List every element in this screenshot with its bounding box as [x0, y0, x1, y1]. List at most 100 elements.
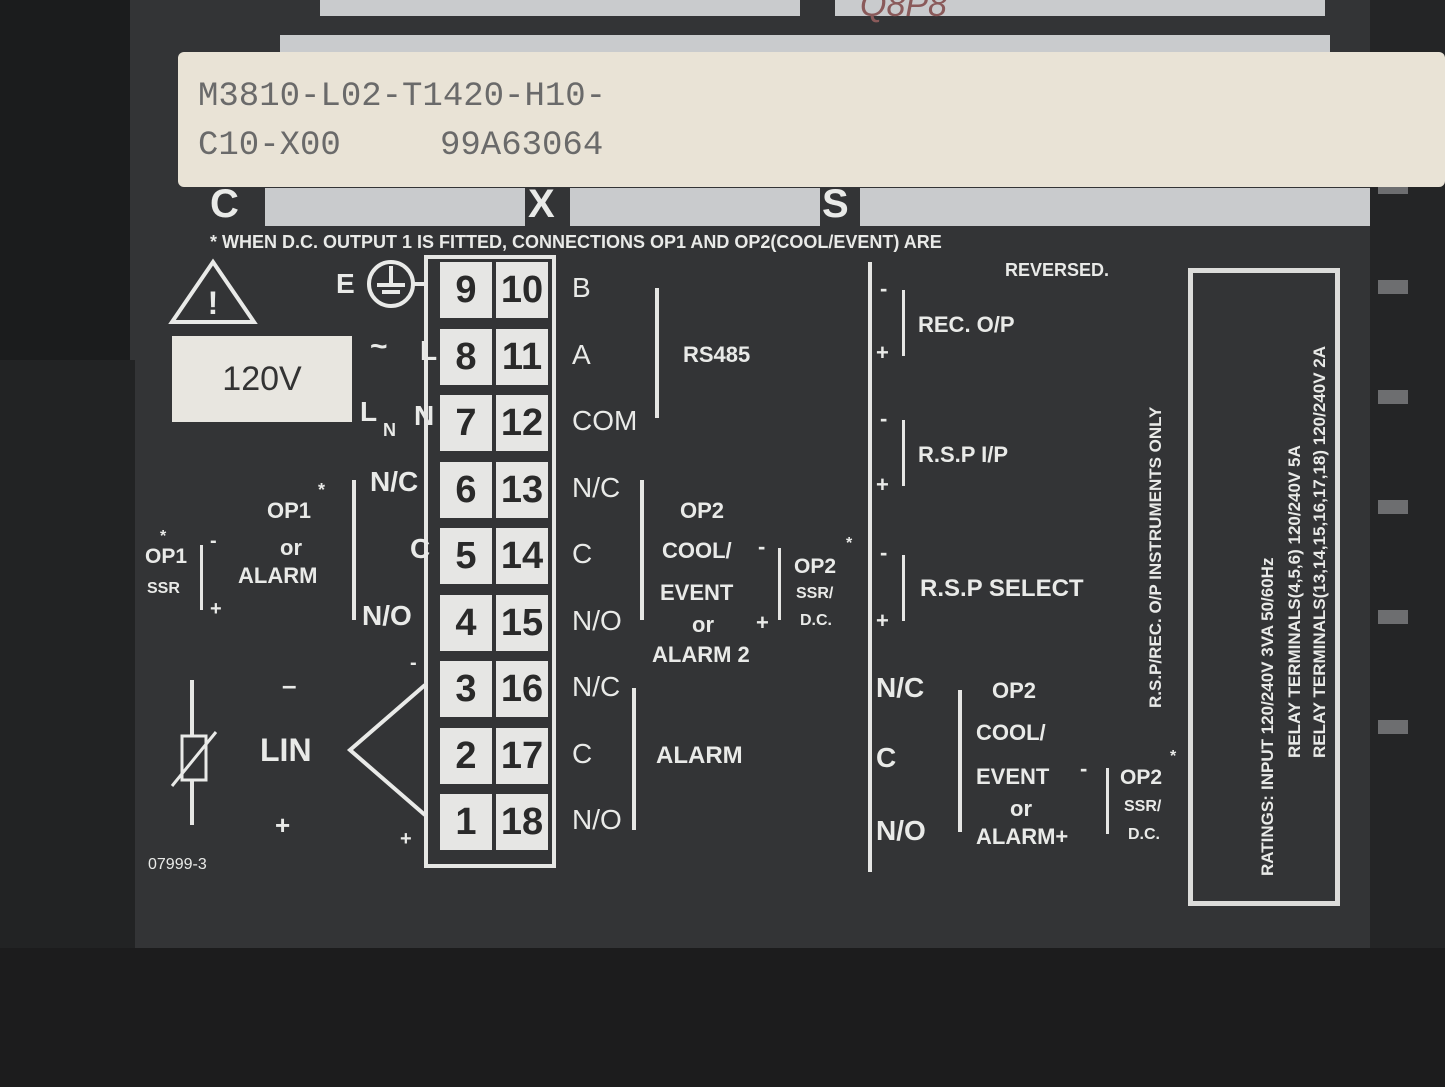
or-label: or	[280, 535, 302, 560]
ac-symbol: ~	[370, 330, 388, 363]
plus: +	[876, 608, 889, 633]
field-box	[570, 188, 820, 226]
alarm-label: ALARM	[656, 742, 743, 769]
serial-number: 99A63064	[440, 127, 604, 165]
terminal-6-label: N/C	[370, 466, 419, 497]
alarm2-label: ALARM 2	[652, 642, 750, 667]
terminal-16: 16	[496, 661, 548, 717]
terminal-4: 4	[440, 594, 492, 651]
terminal-8: 8	[440, 328, 492, 385]
bracket	[640, 480, 644, 620]
cool-label: COOL/	[662, 538, 732, 563]
dc-label: D.C.	[1128, 826, 1160, 843]
bracket	[958, 690, 962, 832]
ssr-label: SSR/	[1124, 798, 1162, 815]
bracket	[200, 545, 203, 610]
minus: -	[1080, 756, 1088, 781]
nc-label: N/C	[876, 672, 925, 703]
terminal-17: 17	[496, 727, 548, 784]
terminal-7: 7	[440, 395, 492, 451]
terminal-4-label: N/O	[362, 600, 412, 631]
terminal-1: 1	[440, 794, 492, 850]
model-sticker: M3810-L02-T1420-H10- C10-X00 99A63064	[178, 52, 1445, 187]
terminal-15: 15	[496, 594, 548, 651]
reversal-note: * WHEN D.C. OUTPUT 1 IS FITTED, CONNECTI…	[210, 232, 942, 252]
bracket	[902, 555, 905, 621]
dc-label: D.C.	[800, 612, 832, 629]
minus: –	[282, 670, 297, 700]
ssr-label: SSR/	[796, 585, 834, 602]
vent	[1378, 610, 1408, 624]
variable-resistor-icon	[170, 731, 218, 787]
part-number: 07999-3	[148, 856, 207, 873]
minus: -	[880, 540, 888, 565]
or-label: or	[692, 612, 714, 637]
terminal-12-function: COM	[572, 405, 638, 436]
terminal-11-function: A	[572, 338, 591, 370]
earth-label: E	[336, 268, 355, 299]
ln-sub: N	[383, 420, 396, 440]
terminal-block	[424, 255, 556, 868]
option-code: C10-X00	[198, 127, 341, 165]
terminal-16-function: N/C	[572, 671, 621, 702]
svg-text:!: !	[208, 285, 219, 321]
ratings-relay-2: RELAY TERMINALS(13,14,15,16,17,18) 120/2…	[1310, 346, 1329, 758]
minus: -	[210, 530, 217, 552]
op1-label: OP1	[267, 498, 312, 523]
terminal-13-function: N/C	[572, 471, 621, 503]
code-letter-x: X	[528, 182, 555, 226]
field-box	[860, 188, 1370, 226]
terminal-6: 6	[440, 461, 492, 518]
rec-op-label: REC. O/P	[918, 312, 1015, 337]
minus: -	[758, 534, 766, 559]
terminal-10: 10	[496, 262, 548, 318]
ratings-input: INPUT 120/240V 3VA 50/60Hz	[1258, 557, 1277, 790]
code-letter-c: C	[210, 182, 239, 226]
field-box	[265, 188, 525, 226]
op2-ssr-label: OP2	[794, 555, 837, 578]
ssr-label: SSR	[147, 580, 180, 597]
ln-label: L	[360, 396, 378, 427]
asterisk: *	[846, 535, 853, 552]
terminal-14: 14	[496, 528, 548, 584]
rsp-select-label: R.S.P SELECT	[920, 575, 1084, 602]
terminal-3: 3	[440, 661, 492, 717]
terminal-18: 18	[496, 794, 548, 850]
handwriting: Q8P8	[860, 0, 947, 24]
plus: +	[876, 340, 889, 365]
terminal-11: 11	[496, 328, 548, 385]
alarm-label: ALARM	[238, 563, 318, 588]
ratings-box	[1188, 268, 1340, 906]
housing-bottom	[0, 948, 1445, 1087]
field-box	[320, 0, 800, 16]
field-box	[835, 0, 1325, 16]
rs485-label: RS485	[683, 342, 751, 367]
terminal-10-function: B	[572, 272, 591, 303]
terminal-12: 12	[496, 395, 548, 451]
minus: -	[880, 406, 888, 431]
vent	[1378, 390, 1408, 404]
model-code: M3810-L02-T1420-H10-	[198, 78, 607, 116]
minus: -	[880, 276, 888, 301]
no-label: N/O	[876, 815, 926, 846]
bracket	[655, 288, 659, 418]
event-label: EVENT	[976, 764, 1050, 789]
field-box-row	[280, 35, 1330, 55]
asterisk: *	[318, 480, 326, 500]
terminal-9: 9	[440, 262, 492, 318]
rsp-instruments-note: R.S.P/REC. O/P INSTRUMENTS ONLY	[1146, 406, 1165, 708]
alarm-label: ALARM+	[976, 824, 1069, 849]
plus: +	[876, 472, 889, 497]
earth-ground-icon	[367, 260, 425, 308]
lin-label: LIN	[260, 732, 312, 768]
reversal-note-2: REVERSED.	[1005, 260, 1110, 280]
terminal-2: 2	[440, 727, 492, 784]
plus: +	[756, 610, 769, 635]
terminal-5: 5	[440, 528, 492, 584]
op2-label: OP2	[992, 678, 1037, 703]
bracket	[902, 290, 905, 356]
vent	[1378, 500, 1408, 514]
code-letter-s: S	[822, 182, 849, 226]
plus: +	[210, 598, 222, 620]
op2-label: OP2	[680, 498, 725, 523]
